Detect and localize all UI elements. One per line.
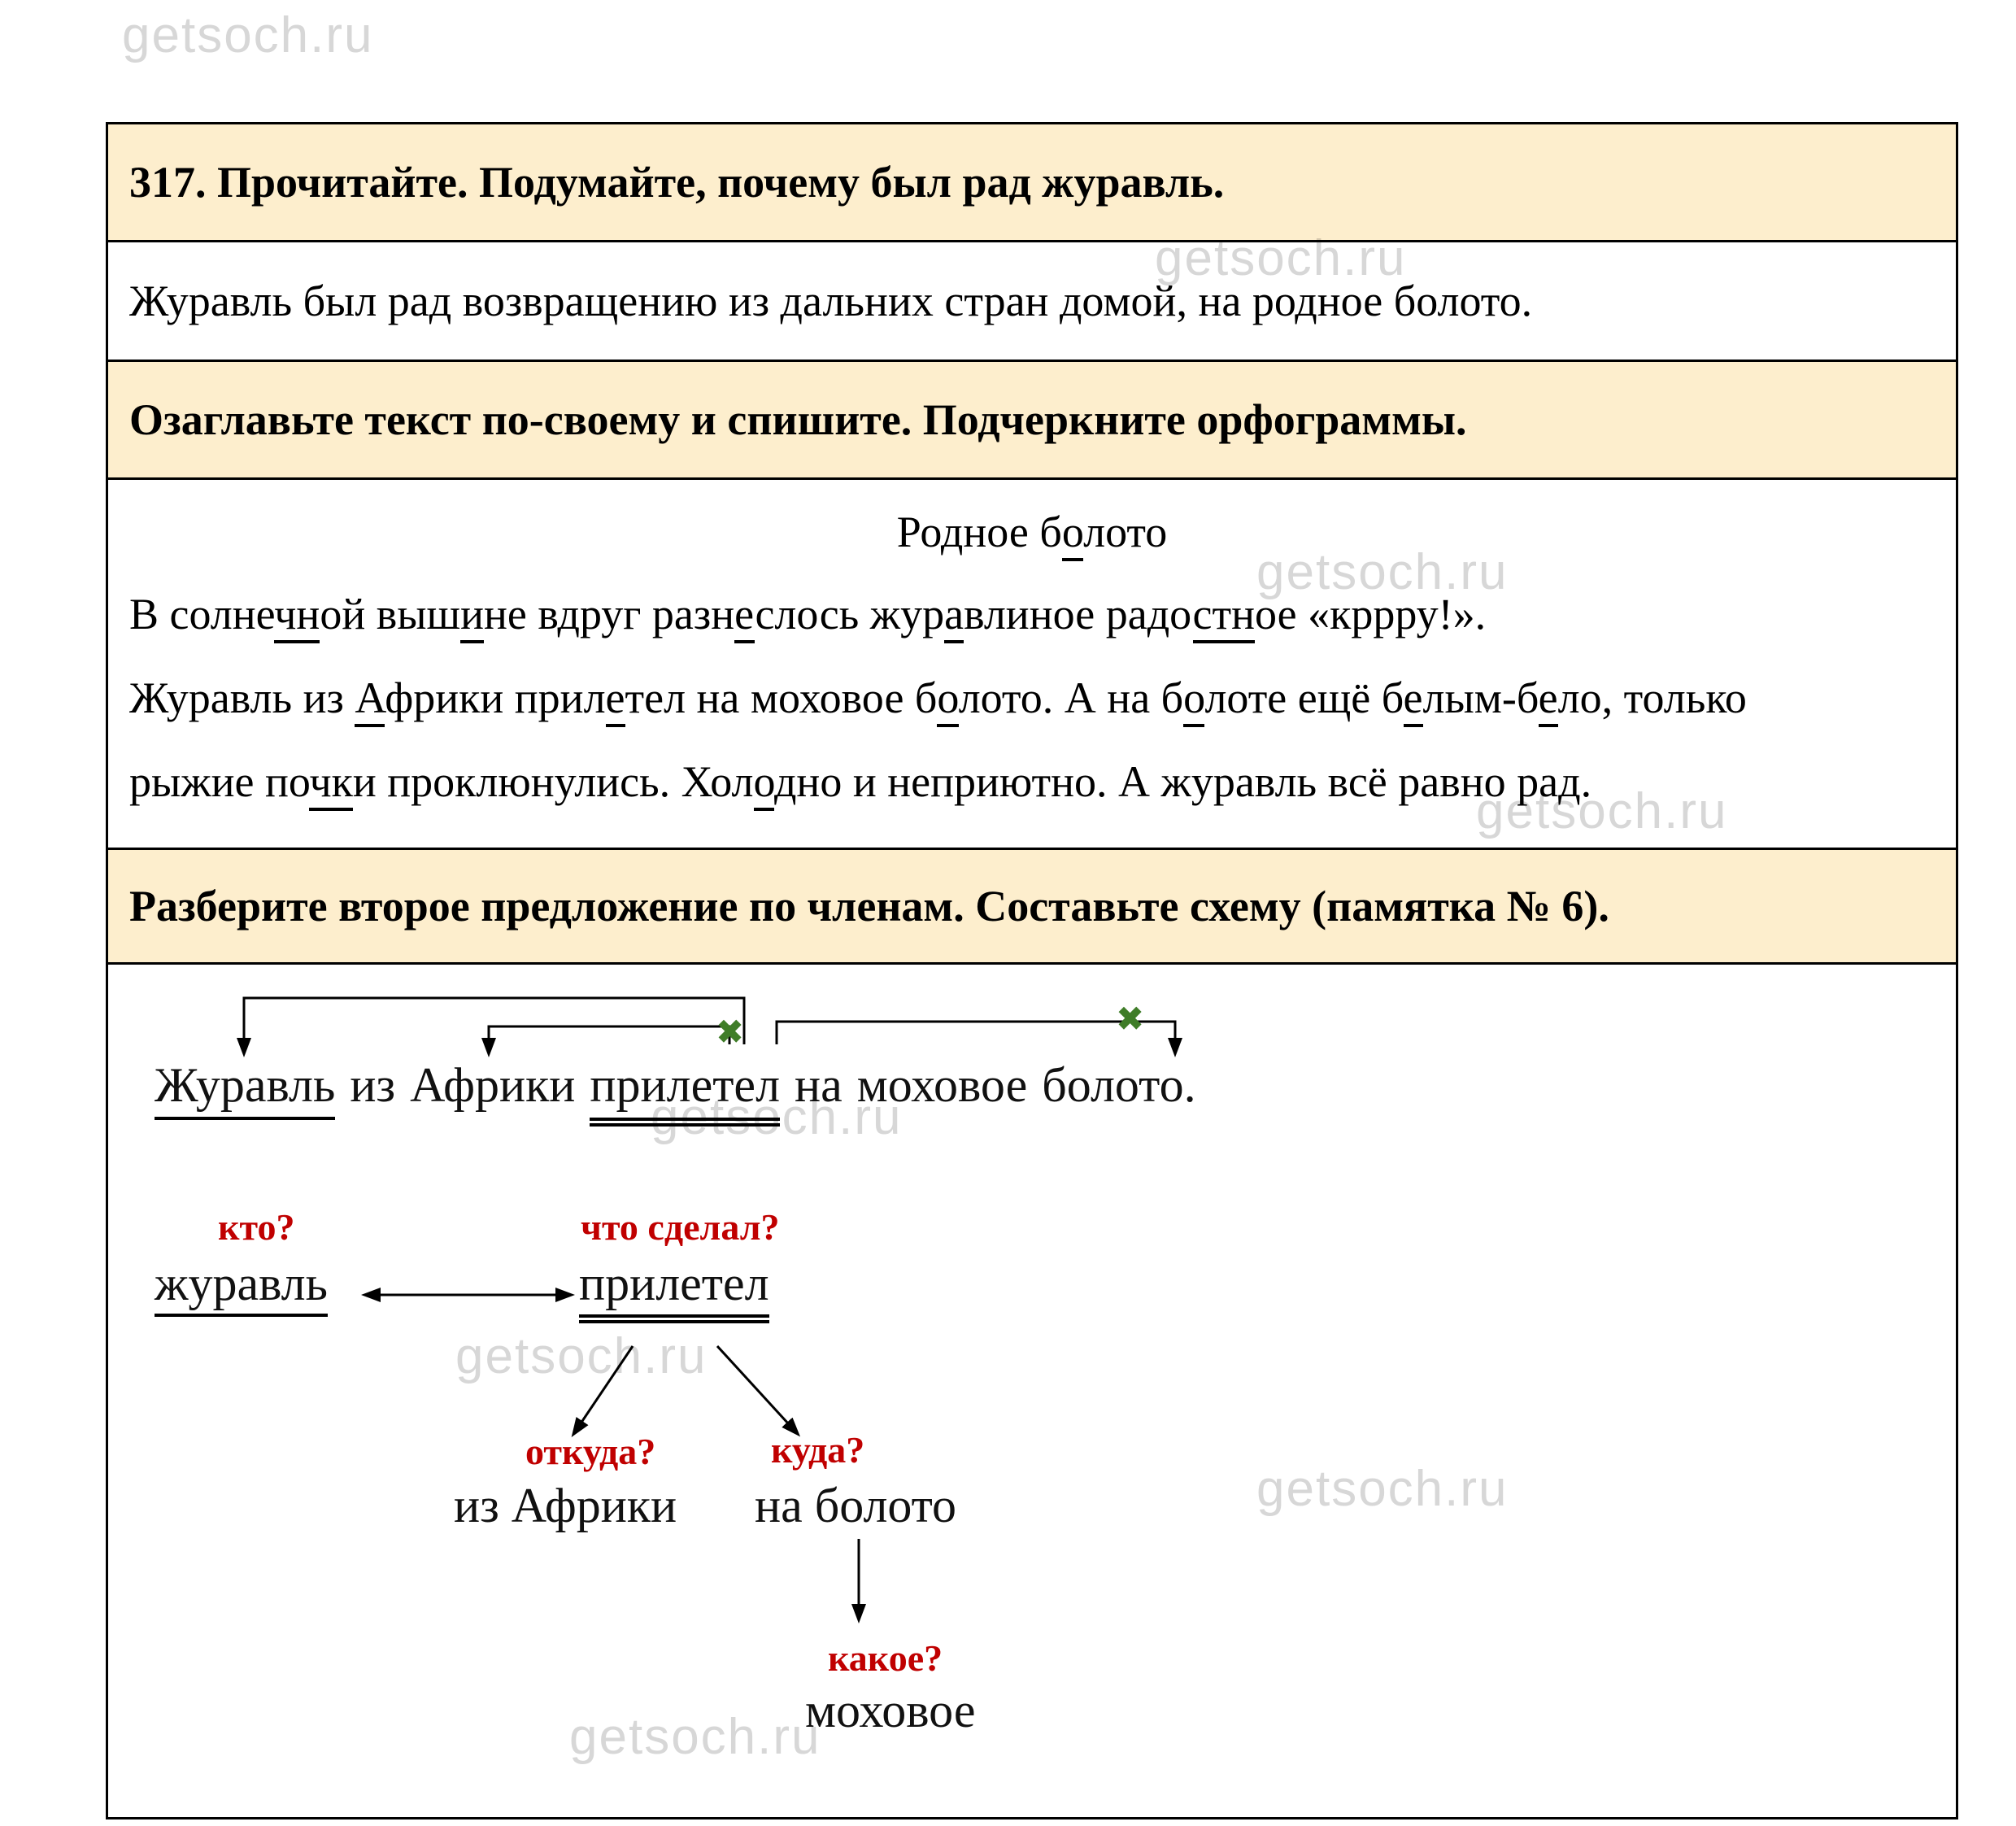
diagram-area [108,962,1956,1817]
task-row-1: 317. Прочитайте. Подумайте, почему был р… [108,124,1956,240]
green-x-icon: ✖ [1116,999,1145,1039]
word: моховое [856,1058,1028,1112]
subject-underline: Журавль [155,1057,336,1120]
question-to: куда? [771,1429,865,1471]
word: болото. [1042,1058,1196,1112]
schema-predicate-word: прилетел [579,1257,769,1318]
schema-which-word: моховое [805,1684,976,1737]
schema-predicate: прилетел [579,1257,769,1323]
schema-from-phrase: из Африки [454,1479,677,1532]
question-from: откуда? [525,1431,656,1472]
answer-row-1: Журавль был рад возвращению из дальних с… [108,240,1956,360]
word-subject: Журавль [155,1058,336,1112]
task-3-text: Разберите второе предложение по членам. … [129,882,1609,930]
task-row-3: Разберите второе предложение по членам. … [108,848,1956,962]
task-1-text: 317. Прочитайте. Подумайте, почему был р… [129,158,1225,207]
word: из [350,1058,396,1112]
schema-subject-word: журавль [155,1257,328,1310]
parsed-sentence: Журавль из Африки прилетел на моховое бо… [155,1057,1196,1127]
predicate-underline: прилетел [590,1057,781,1127]
schema-to-phrase: на болото [755,1479,957,1532]
task-2-text: Озаглавьте текст по-своему и спишите. По… [129,395,1467,444]
word: на [795,1058,843,1112]
question-what-did: что сделал? [581,1206,780,1248]
text-line-3: рыжие почки проклюнулись. Холодно и непр… [129,740,1935,824]
text-line-2: Журавль из Африки прилетел на моховое бо… [129,656,1935,740]
answer-1-text: Журавль был рад возвращению из дальних с… [129,277,1533,325]
schema-subject: журавль [155,1257,328,1317]
word: Африки [410,1058,576,1112]
task-row-2: Озаглавьте текст по-своему и спишите. По… [108,360,1956,477]
question-which: какое? [828,1637,943,1679]
answer-row-2: Родное болото В солнечной вышине вдруг р… [108,477,1956,848]
text-title: Родное болото [129,491,1935,573]
question-who: кто? [218,1206,295,1248]
green-x-icon: ✖ [716,1012,745,1052]
exercise-table: 317. Прочитайте. Подумайте, почему был р… [106,122,1958,1819]
word-predicate: прилетел [590,1057,781,1121]
text-line-1: В солнечной вышине вдруг разнеслось жура… [129,573,1935,656]
watermark: getsoch.ru [122,7,374,63]
